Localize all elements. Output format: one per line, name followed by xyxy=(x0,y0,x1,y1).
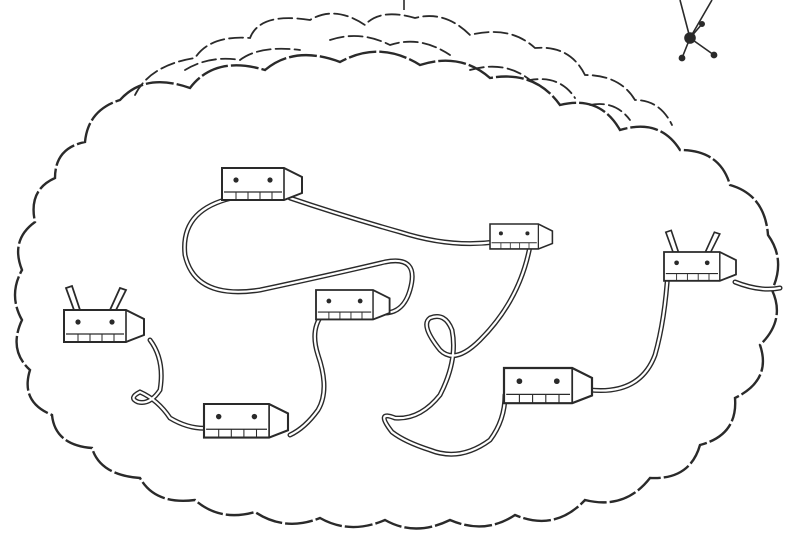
cable-right-down xyxy=(384,246,530,454)
device-far-right xyxy=(664,230,736,280)
antenna xyxy=(66,286,126,310)
network-node-icon xyxy=(679,0,716,61)
device-left xyxy=(64,286,144,342)
device-top xyxy=(222,168,302,200)
device-right-mid xyxy=(490,224,552,249)
cable-center-down xyxy=(290,315,324,435)
device-bottom-left xyxy=(204,404,288,438)
cloud-outline xyxy=(15,52,778,529)
antenna xyxy=(666,230,720,252)
cable-bottomright-to-far xyxy=(590,270,668,391)
cable-top-to-right xyxy=(290,198,495,244)
device-center xyxy=(316,290,390,319)
device-bottom-right xyxy=(504,368,592,403)
cable-left-loop xyxy=(133,340,210,428)
